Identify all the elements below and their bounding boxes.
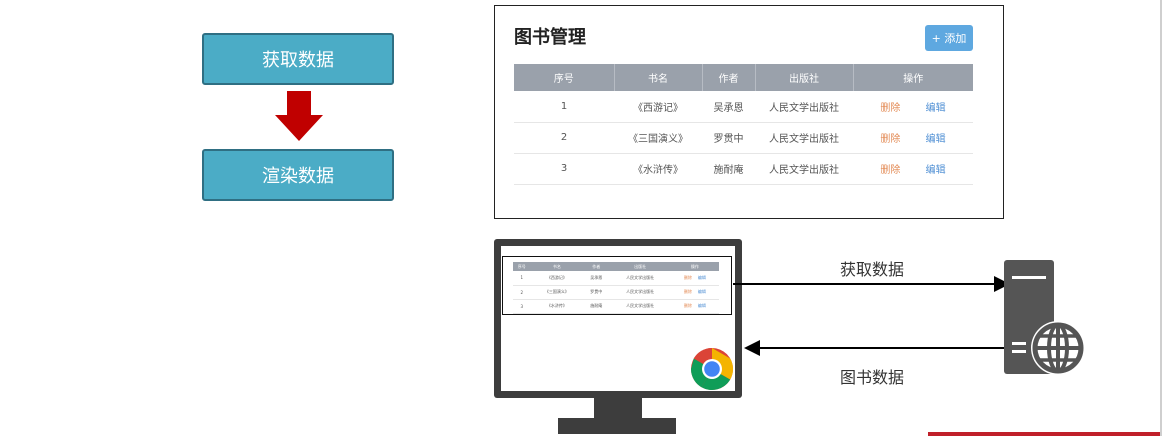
mini-col-actions: 操作 — [670, 262, 719, 271]
fetch-data-label: 获取数据 — [840, 260, 905, 279]
cell-index: 3 — [514, 153, 614, 185]
book-data-label: 图书数据 — [840, 368, 905, 387]
mini-col-publisher: 出版社 — [609, 262, 671, 271]
mini-col-index: 序号 — [513, 262, 531, 271]
delete-link[interactable]: 删除 — [880, 102, 901, 114]
mini-cell: 删除编辑 — [670, 285, 719, 300]
cell-actions: 删除 编辑 — [853, 153, 973, 185]
cell-title: 《三国演义》 — [614, 122, 702, 154]
cell-actions: 删除 编辑 — [853, 122, 973, 154]
mini-row: 1 《西游记》 吴承恩 人民文学出版社 删除编辑 — [513, 271, 719, 286]
table-row: 1 《西游记》 吴承恩 人民文学出版社 删除 编辑 — [514, 91, 973, 123]
col-actions: 操作 — [853, 64, 973, 91]
mini-cell: 吴承恩 — [583, 271, 610, 286]
mini-col-author: 作者 — [583, 262, 610, 271]
mini-cell: 1 — [513, 271, 531, 286]
mini-cell: 《水浒传》 — [530, 299, 584, 314]
table-row: 3 《水浒传》 施耐庵 人民文学出版社 删除 编辑 — [514, 153, 973, 185]
mini-cell: 2 — [513, 285, 531, 300]
cell-publisher: 人民文学出版社 — [755, 153, 853, 185]
flow-down-arrow — [275, 91, 323, 141]
col-title: 书名 — [614, 64, 703, 91]
mini-edit: 编辑 — [697, 289, 706, 294]
mini-cell: 3 — [513, 299, 531, 314]
mini-cell: 施耐庵 — [583, 299, 610, 314]
arrows-layer — [733, 276, 1010, 356]
cell-publisher: 人民文学出版社 — [755, 122, 853, 154]
cell-index: 2 — [514, 122, 614, 154]
server-globe-icon — [1004, 260, 1085, 375]
monitor-base — [558, 418, 676, 434]
edit-link[interactable]: 编辑 — [925, 134, 946, 145]
cell-index: 1 — [514, 91, 614, 123]
table-row: 2 《三国演义》 罗贯中 人民文学出版社 删除 编辑 — [514, 122, 973, 154]
right-divider — [1160, 0, 1162, 436]
edit-link[interactable]: 编辑 — [925, 165, 946, 176]
mini-delete: 删除 — [683, 274, 692, 280]
mini-book-table: 序号 书名 作者 出版社 操作 1 《西游记》 吴承恩 人民文学出版社 删除编辑 — [513, 262, 719, 314]
monitor-icon: 序号 书名 作者 出版社 操作 1 《西游记》 吴承恩 人民文学出版社 删除编辑 — [494, 239, 742, 398]
cell-author: 施耐庵 — [702, 153, 755, 185]
monitor-neck — [594, 398, 642, 420]
mini-delete: 删除 — [683, 289, 692, 294]
mini-cell: 人民文学出版社 — [609, 271, 671, 286]
flow-step-fetch: 获取数据 — [202, 33, 394, 85]
cell-publisher: 人民文学出版社 — [755, 91, 853, 123]
panel-title: 图书管理 — [514, 27, 586, 48]
cell-title: 《水浒传》 — [614, 153, 702, 185]
mini-cell: 删除编辑 — [670, 299, 719, 314]
chrome-icon — [691, 348, 734, 391]
mini-edit: 编辑 — [697, 303, 706, 308]
mini-cell: 删除编辑 — [670, 271, 719, 286]
flow-step-render: 渲染数据 — [202, 149, 394, 201]
mini-cell: 罗贯中 — [583, 285, 610, 300]
table-header-row: 序号 书名 作者 出版社 操作 — [514, 64, 973, 91]
mini-edit: 编辑 — [697, 274, 706, 280]
col-author: 作者 — [702, 64, 756, 91]
monitor-screen: 序号 书名 作者 出版社 操作 1 《西游记》 吴承恩 人民文学出版社 删除编辑 — [501, 246, 735, 391]
mini-delete: 删除 — [683, 303, 692, 308]
mini-cell: 人民文学出版社 — [609, 285, 671, 300]
add-book-button[interactable]: + 添加 — [925, 25, 973, 51]
delete-link[interactable]: 删除 — [880, 165, 901, 176]
cell-author: 罗贯中 — [702, 122, 755, 154]
mini-cell: 人民文学出版社 — [609, 299, 671, 314]
col-index: 序号 — [514, 64, 615, 91]
delete-link[interactable]: 删除 — [880, 134, 901, 145]
mini-cell: 《三国演义》 — [530, 285, 584, 300]
mini-header-row: 序号 书名 作者 出版社 操作 — [513, 262, 719, 271]
book-table: 序号 书名 作者 出版社 操作 1 《西游记》 吴承恩 人民文学出版社 删除 编… — [514, 64, 973, 185]
edit-link[interactable]: 编辑 — [925, 102, 946, 114]
cell-title: 《西游记》 — [614, 91, 702, 123]
mini-cell: 《西游记》 — [530, 271, 584, 286]
col-publisher: 出版社 — [755, 64, 854, 91]
mini-row: 2 《三国演义》 罗贯中 人民文学出版社 删除编辑 — [513, 285, 719, 300]
cell-author: 吴承恩 — [702, 91, 755, 123]
mini-row: 3 《水浒传》 施耐庵 人民文学出版社 删除编辑 — [513, 299, 719, 314]
mini-col-title: 书名 — [530, 262, 584, 271]
mini-table-frame: 序号 书名 作者 出版社 操作 1 《西游记》 吴承恩 人民文学出版社 删除编辑 — [502, 256, 732, 315]
red-accent-line — [928, 432, 1160, 436]
cell-actions: 删除 编辑 — [853, 91, 973, 123]
book-management-panel: 图书管理 + 添加 序号 书名 作者 出版社 操作 1 《西游记》 吴承恩 人民… — [494, 5, 1004, 219]
